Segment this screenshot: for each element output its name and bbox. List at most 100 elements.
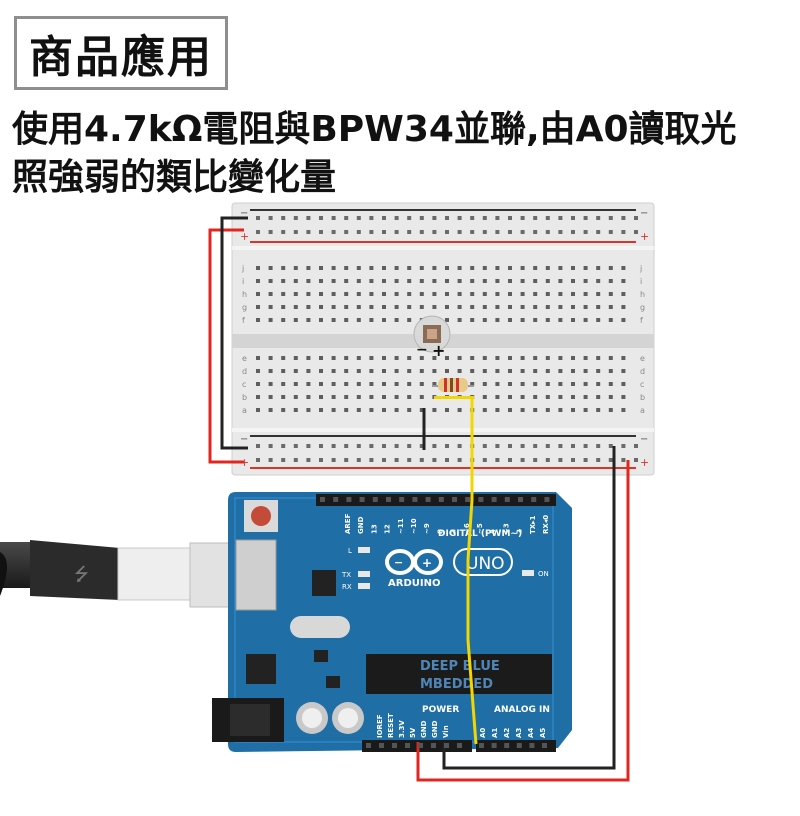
rail-hole xyxy=(508,216,512,220)
rail-hole xyxy=(344,458,349,462)
pin-label: GND xyxy=(357,516,365,534)
terminal-hole xyxy=(470,356,475,360)
logo-minus: − xyxy=(394,556,403,569)
pin-label: ~9 xyxy=(423,523,431,534)
rail-hole xyxy=(545,444,550,448)
terminal-hole xyxy=(306,382,311,386)
terminal-hole xyxy=(608,292,613,296)
terminal-hole xyxy=(533,382,538,386)
terminal-hole xyxy=(558,279,563,283)
header-socket xyxy=(359,497,365,502)
pin-label: Vin xyxy=(442,725,450,738)
terminal-hole xyxy=(533,395,538,399)
terminal-hole xyxy=(445,292,449,296)
terminal-hole xyxy=(470,369,475,373)
pin-label: A5 xyxy=(539,728,547,738)
rail-hole xyxy=(495,216,500,220)
rail-hole xyxy=(419,444,424,448)
rail-hole xyxy=(432,444,437,448)
rail-hole xyxy=(445,444,449,448)
terminal-hole xyxy=(508,279,512,283)
pin-label: 13 xyxy=(370,524,378,534)
terminal-hole xyxy=(482,382,487,386)
terminal-hole xyxy=(419,356,424,360)
rail-hole xyxy=(445,230,449,234)
terminal-hole xyxy=(331,292,336,296)
header-socket xyxy=(529,743,535,748)
terminal-hole xyxy=(306,305,311,309)
terminal-hole xyxy=(432,382,437,386)
led-label-rx: RX xyxy=(342,583,352,591)
terminal-hole xyxy=(545,292,550,296)
wire-yellow-a0 xyxy=(466,398,478,745)
terminal-hole xyxy=(571,279,575,283)
terminal-hole xyxy=(558,356,563,360)
rail-hole xyxy=(306,458,311,462)
terminal-hole xyxy=(419,408,424,412)
rail-hole xyxy=(457,230,462,234)
row-letter: i xyxy=(242,277,244,286)
rail-hole xyxy=(281,458,286,462)
terminal-hole xyxy=(344,266,349,270)
terminal-hole xyxy=(394,292,399,296)
terminal-hole xyxy=(558,382,563,386)
terminal-hole xyxy=(281,292,286,296)
terminal-hole xyxy=(520,318,525,322)
rail-hole xyxy=(394,458,399,462)
terminal-hole xyxy=(495,408,500,412)
wire-black-gnd xyxy=(442,446,616,770)
terminal-hole xyxy=(256,266,260,270)
rail-hole xyxy=(596,230,601,234)
terminal-hole xyxy=(306,279,311,283)
terminal-hole xyxy=(432,408,437,412)
rail-hole xyxy=(520,458,525,462)
terminal-hole xyxy=(369,305,374,309)
terminal-hole xyxy=(558,318,563,322)
terminal-hole xyxy=(495,318,500,322)
terminal-hole xyxy=(545,408,550,412)
terminal-hole xyxy=(344,382,349,386)
description-line-1: 使用4.7kΩ電阻與BPW34並聯,由A0讀取光 xyxy=(12,109,737,150)
rail-minus-label-br: − xyxy=(640,434,648,445)
terminal-hole xyxy=(621,305,626,309)
terminal-hole xyxy=(293,279,298,283)
terminal-hole xyxy=(508,292,512,296)
terminal-hole xyxy=(281,395,286,399)
rail-hole xyxy=(583,216,588,220)
terminal-hole xyxy=(495,266,500,270)
terminal-hole xyxy=(319,356,323,360)
rail-hole xyxy=(571,444,575,448)
terminal-hole xyxy=(596,279,601,283)
terminal-hole xyxy=(508,369,512,373)
rail-hole xyxy=(369,216,374,220)
terminal-hole xyxy=(369,292,374,296)
terminal-hole xyxy=(356,408,361,412)
terminal-hole xyxy=(344,279,349,283)
led-on xyxy=(522,570,534,576)
wire-black-left xyxy=(220,216,248,450)
pin-label: ~11 xyxy=(397,518,405,534)
terminal-hole xyxy=(608,305,613,309)
terminal-hole xyxy=(533,369,538,373)
chip-brand-1: DEEP BLUE xyxy=(420,659,500,674)
terminal-hole xyxy=(545,356,550,360)
rail-hole xyxy=(382,230,386,234)
terminal-hole xyxy=(419,305,424,309)
rail-hole xyxy=(583,458,588,462)
arduino-logo-text: ARDUINO xyxy=(388,578,440,589)
terminal-hole xyxy=(583,395,588,399)
terminal-hole xyxy=(621,408,626,412)
analog-label: ANALOG IN xyxy=(494,705,550,715)
terminal-hole xyxy=(508,395,512,399)
rail-hole xyxy=(331,230,336,234)
voltage-regulator xyxy=(246,654,276,684)
terminal-hole xyxy=(382,318,386,322)
rail-hole xyxy=(558,444,563,448)
terminal-hole xyxy=(268,408,273,412)
description: 使用4.7kΩ電阻與BPW34並聯,由A0讀取光 照強弱的類比變化量 xyxy=(12,106,792,202)
pin-label: 4 xyxy=(489,529,497,534)
terminal-hole xyxy=(344,305,349,309)
terminal-hole xyxy=(281,318,286,322)
